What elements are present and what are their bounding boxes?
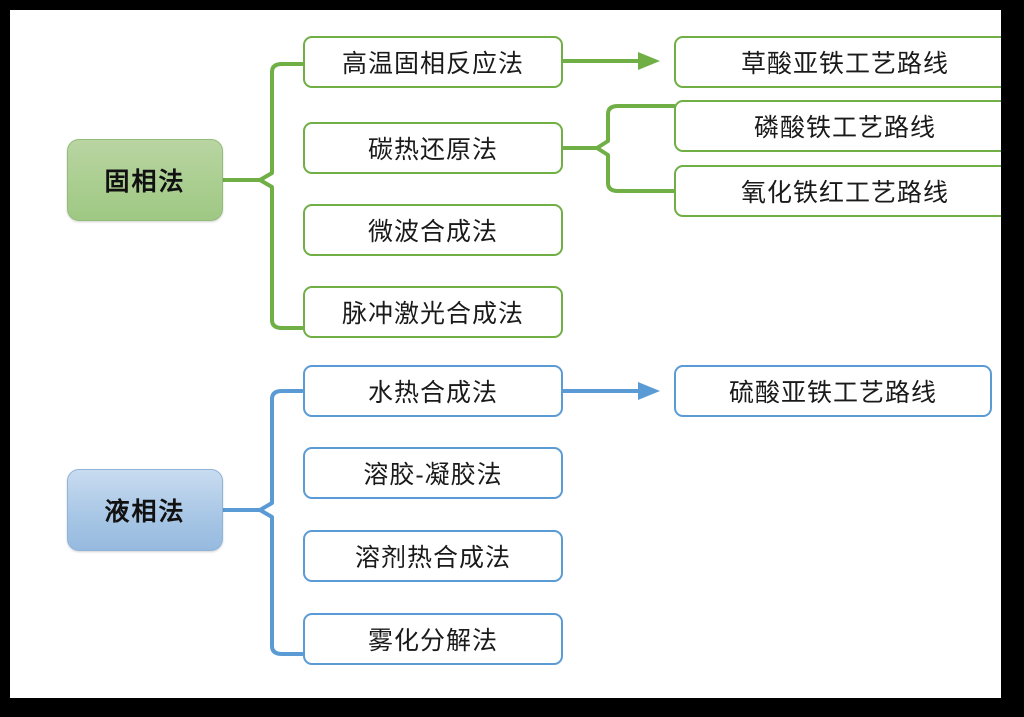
method-label-pulsed-laser-synthesis: 脉冲激光合成法 xyxy=(341,300,524,328)
method-node-pulsed-laser-synthesis[interactable]: 脉冲激光合成法 xyxy=(303,286,563,338)
method-node-microwave-synthesis[interactable]: 微波合成法 xyxy=(303,204,563,256)
method-label-solvothermal-synthesis: 溶剂热合成法 xyxy=(354,544,511,572)
solid-brace-lower xyxy=(258,178,304,330)
route-label-ferrous-sulfate: 硫酸亚铁工艺路线 xyxy=(728,379,937,407)
root-label-liquid-phase: 液相法 xyxy=(104,498,186,526)
method-node-solvothermal-synthesis[interactable]: 溶剂热合成法 xyxy=(303,530,563,582)
route-node-ferrous-oxalate[interactable]: 草酸亚铁工艺路线 xyxy=(674,36,1001,88)
arrow-head-blue-1 xyxy=(638,382,660,400)
liquid-brace-upper xyxy=(258,389,304,512)
method-node-carbothermal-reduction[interactable]: 碳热还原法 xyxy=(303,122,563,174)
route-node-iron-oxide-red[interactable]: 氧化铁红工艺路线 xyxy=(674,165,1001,217)
method-label-hydrothermal-synthesis: 水热合成法 xyxy=(367,379,498,407)
route-label-iron-oxide-red: 氧化铁红工艺路线 xyxy=(740,179,949,207)
method-label-high-temp-solid-state: 高温固相反应法 xyxy=(341,50,524,78)
method-node-spray-decomposition[interactable]: 雾化分解法 xyxy=(303,613,563,665)
solid-brace xyxy=(258,62,304,182)
liquid-brace-lower xyxy=(258,508,304,656)
diagram-canvas: 固相法 液相法 高温固相反应法 碳热还原法 微波合成法 脉冲激光合成法 草酸亚铁… xyxy=(10,10,1001,698)
root-node-liquid-phase[interactable]: 液相法 xyxy=(67,469,223,551)
route-label-ferrous-oxalate: 草酸亚铁工艺路线 xyxy=(740,50,949,78)
route-label-iron-phosphate: 磷酸铁工艺路线 xyxy=(753,114,936,142)
method-node-high-temp-solid-state[interactable]: 高温固相反应法 xyxy=(303,36,563,88)
route-node-ferrous-sulfate[interactable]: 硫酸亚铁工艺路线 xyxy=(674,365,992,417)
method-label-carbothermal-reduction: 碳热还原法 xyxy=(367,136,498,164)
root-node-solid-phase[interactable]: 固相法 xyxy=(67,139,223,221)
root-label-solid-phase: 固相法 xyxy=(104,168,186,196)
method-label-sol-gel: 溶胶-凝胶法 xyxy=(363,461,503,489)
route-node-iron-phosphate[interactable]: 磷酸铁工艺路线 xyxy=(674,100,1001,152)
method-label-spray-decomposition: 雾化分解法 xyxy=(367,627,498,655)
carbothermal-brace-down xyxy=(595,146,676,193)
carbothermal-brace-up xyxy=(595,104,676,150)
arrow-head-green-1 xyxy=(638,52,660,70)
method-label-microwave-synthesis: 微波合成法 xyxy=(367,218,498,246)
method-node-hydrothermal-synthesis[interactable]: 水热合成法 xyxy=(303,365,563,417)
method-node-sol-gel[interactable]: 溶胶-凝胶法 xyxy=(303,447,563,499)
